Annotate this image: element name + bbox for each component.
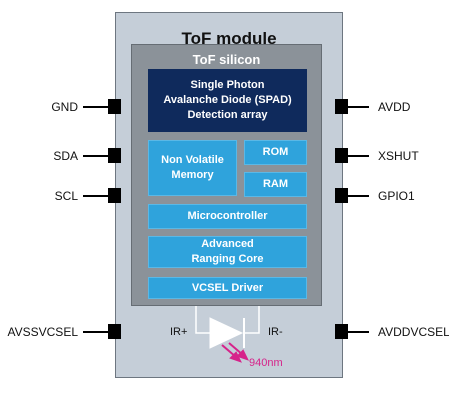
pin-gpio1 [335,188,348,203]
ram-block: RAM [244,172,307,197]
pin-wire-avssvcsel [83,331,109,333]
wavelength-label: 940nm [249,357,283,369]
pin-label-avddvcsel: AVDDVCSEL [378,325,449,339]
microcontroller-block: Microcontroller [148,204,307,229]
ir-minus-wire [244,306,260,334]
ranging-core-block: Advanced Ranging Core [148,236,307,268]
pin-label-gnd: GND [51,100,78,114]
pin-avddvcsel [335,324,348,339]
ir-minus-label: IR- [268,326,283,338]
rom-block: ROM [244,140,307,165]
nvm-block: Non Volatile Memory [148,140,237,196]
pin-sda [108,148,121,163]
pin-label-avssvcsel: AVSSVCSEL [7,325,78,339]
diode-icon [209,317,244,349]
pin-wire-avddvcsel [347,331,369,333]
pin-gnd [108,99,121,114]
pin-xshut [335,148,348,163]
laser-emission-icon [221,342,249,363]
ir-plus-wire [195,306,210,334]
spad-array-block: Single Photon Avalanche Diode (SPAD) Det… [148,69,307,132]
pin-wire-gnd [83,106,109,108]
pin-wire-scl [83,195,109,197]
pin-scl [108,188,121,203]
pin-wire-avdd [347,106,369,108]
pin-label-xshut: XSHUT [378,149,419,163]
pin-avdd [335,99,348,114]
pin-wire-sda [83,155,109,157]
silicon-title: ToF silicon [192,52,261,67]
pin-label-gpio1: GPIO1 [378,189,415,203]
pin-wire-xshut [347,155,369,157]
vcsel-driver-block: VCSEL Driver [148,277,307,299]
pin-label-scl: SCL [54,189,78,203]
pin-label-avdd: AVDD [378,100,411,114]
pin-wire-gpio1 [347,195,369,197]
ir-plus-label: IR+ [170,326,188,338]
module-title: ToF module [181,29,277,48]
pin-avssvcsel [108,324,121,339]
pin-label-sda: SDA [53,149,78,163]
